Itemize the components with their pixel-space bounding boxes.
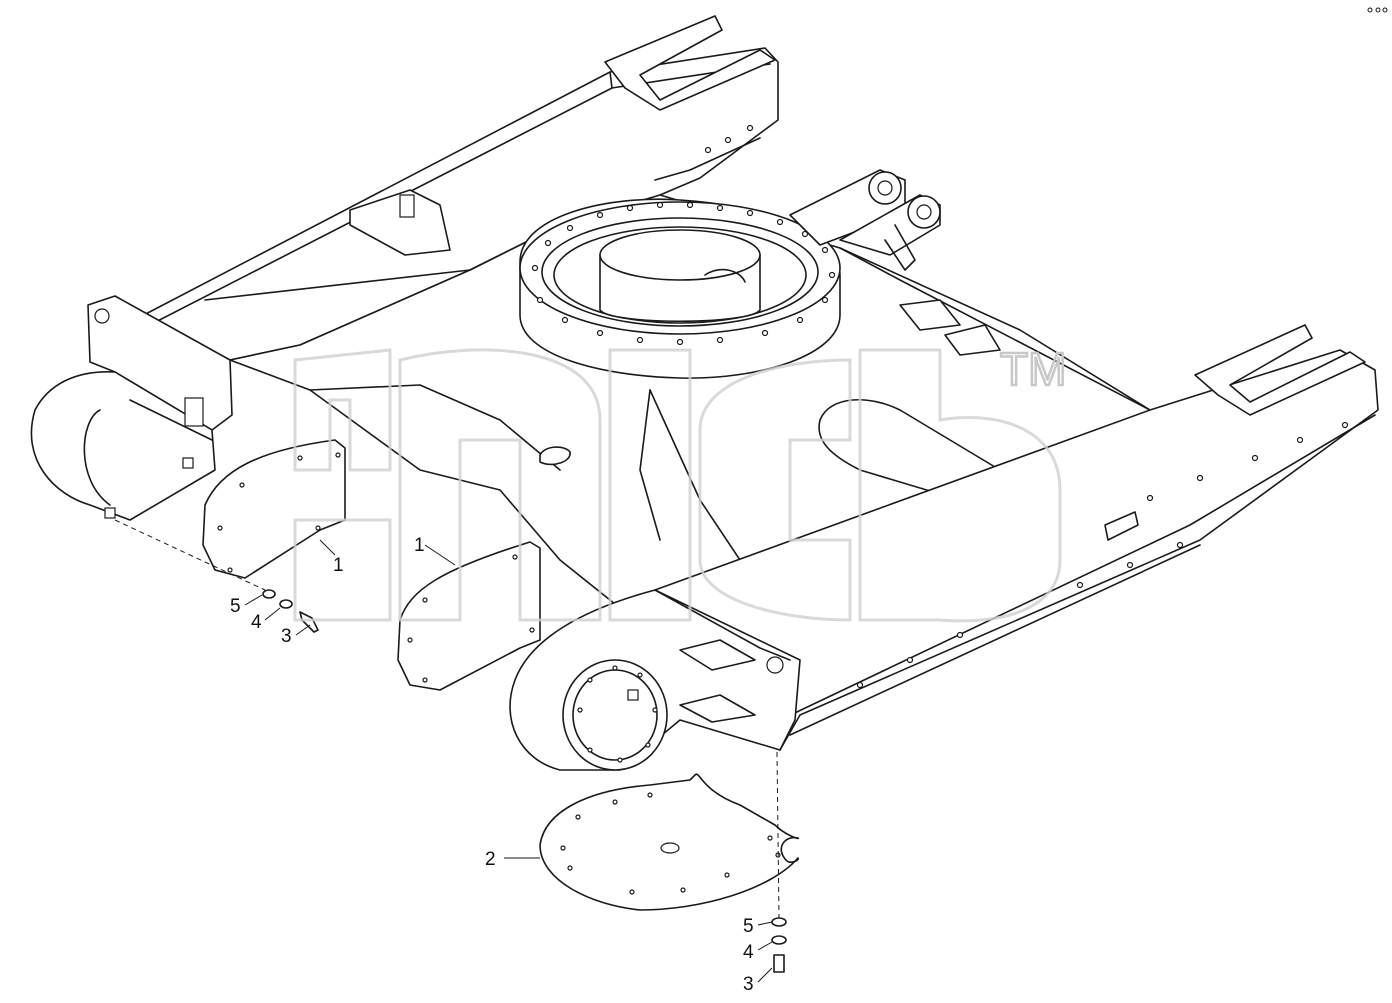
right-track-rail bbox=[654, 324, 1379, 751]
bottom-plate-2 bbox=[539, 773, 800, 911]
upper-track-rail bbox=[137, 15, 779, 361]
callout-5-left: 5 bbox=[230, 596, 241, 617]
leader-lines bbox=[244, 539, 773, 983]
right-idler-housing bbox=[509, 589, 801, 771]
left-idler-housing bbox=[30, 295, 233, 521]
cover-plate-1a bbox=[202, 439, 346, 579]
callout-3-left: 3 bbox=[281, 626, 292, 647]
callout-5-right: 5 bbox=[743, 916, 754, 937]
callout-1-right: 1 bbox=[414, 535, 425, 556]
swing-bearing-ring bbox=[519, 198, 841, 379]
callout-4-left: 4 bbox=[251, 612, 262, 633]
cover-plate-1b bbox=[397, 541, 541, 691]
watermark-logo: TM bbox=[293, 342, 1068, 623]
callout-2: 2 bbox=[485, 849, 496, 870]
fasteners-right bbox=[771, 751, 787, 973]
blade-mount-lugs bbox=[789, 169, 1001, 356]
callout-4-right: 4 bbox=[743, 942, 754, 963]
corner-mark bbox=[1367, 7, 1388, 13]
callout-1-left: 1 bbox=[333, 555, 344, 576]
callout-labels: 1 1 2 5 4 3 5 4 3 bbox=[230, 535, 754, 995]
callout-3-right: 3 bbox=[743, 974, 754, 995]
watermark-trademark: TM bbox=[1000, 343, 1066, 395]
